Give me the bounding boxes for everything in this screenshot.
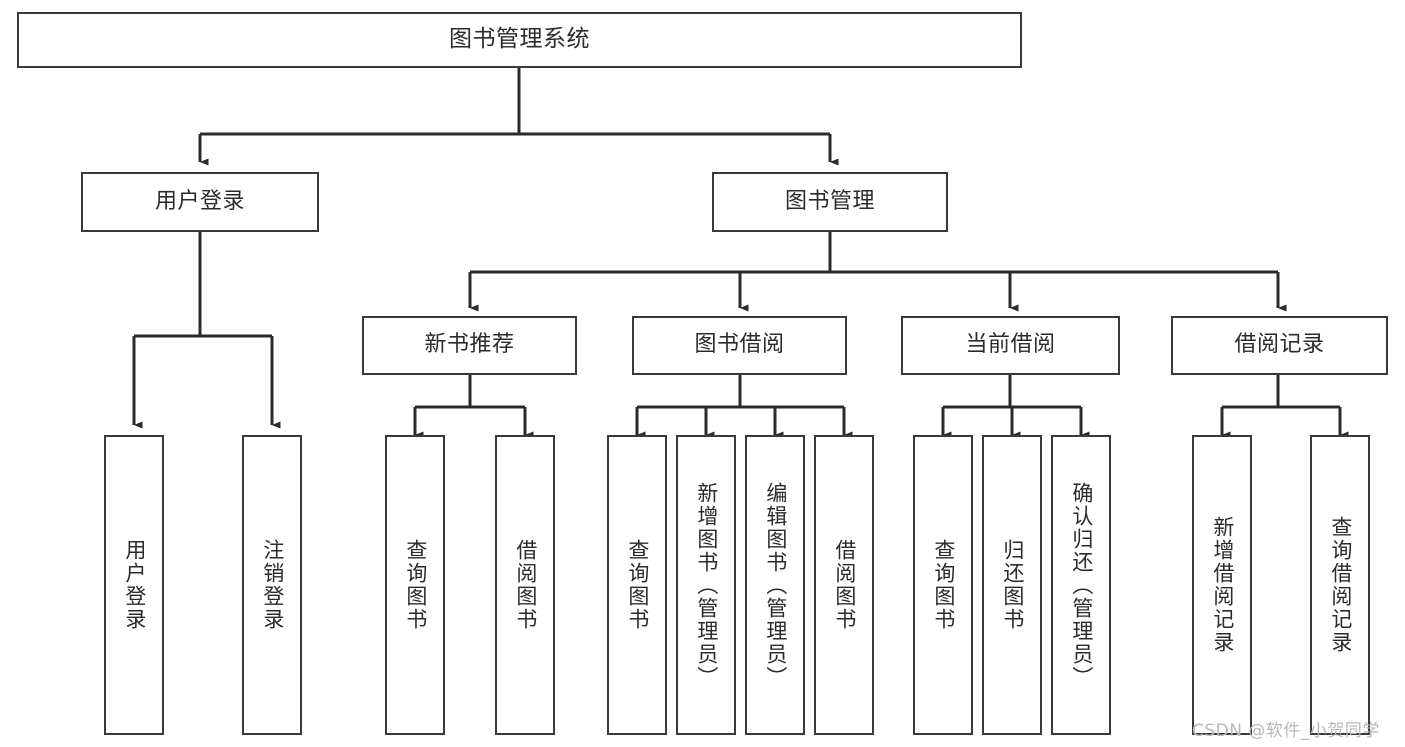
watermark-text: CSDN @软件_小贺同学 — [1192, 721, 1380, 741]
leaf-current-borrow-query-book[interactable]: 查询图书 — [913, 435, 973, 735]
edge-new-book-to-leaves — [413, 375, 534, 439]
leaf-current-borrow-return-book[interactable]: 归还图书 — [982, 435, 1042, 735]
leaf-new-book-query-book[interactable]: 查询图书 — [385, 435, 445, 735]
edge-user-login-to-leaves — [132, 232, 281, 429]
leaf-borrow-record-add-record[interactable]: 新增借阅记录 — [1192, 435, 1252, 735]
leaf-new-book-borrow-book[interactable]: 借阅图书 — [495, 435, 555, 735]
edge-book-manage-to-level3 — [468, 232, 1287, 312]
leaf-book-borrow-query-book[interactable]: 查询图书 — [607, 435, 667, 735]
leaf-user-login-login[interactable]: 用户登录 — [104, 435, 164, 735]
node-current-borrow[interactable]: 当前借阅 — [901, 316, 1120, 375]
node-label: 新书推荐 — [424, 332, 515, 358]
node-label: 当前借阅 — [965, 332, 1056, 358]
node-label: 归还图书 — [1000, 539, 1025, 631]
node-label: 用户登录 — [154, 188, 245, 214]
leaf-book-borrow-edit-book[interactable]: 编辑图书（管理员） — [745, 435, 805, 735]
node-label: 查询图书 — [931, 539, 956, 631]
node-book-management[interactable]: 图书管理 — [712, 172, 948, 232]
node-label: 查询图书 — [403, 539, 428, 631]
edge-book-borrow-to-leaves — [635, 375, 853, 439]
node-label: 编辑图书（管理员） — [763, 481, 788, 689]
edge-current-borrow-to-leaves — [941, 375, 1090, 439]
leaf-current-borrow-confirm-return[interactable]: 确认归还（管理员） — [1051, 435, 1111, 735]
node-label: 图书管理系统 — [449, 26, 590, 53]
node-label: 新增借阅记录 — [1210, 516, 1235, 654]
node-root-system[interactable]: 图书管理系统 — [17, 12, 1022, 68]
node-user-login[interactable]: 用户登录 — [81, 172, 319, 232]
edge-root-to-level2 — [198, 68, 839, 166]
edge-borrow-record-to-leaves — [1220, 375, 1349, 439]
leaf-book-borrow-borrow-book[interactable]: 借阅图书 — [814, 435, 874, 735]
node-label: 用户登录 — [122, 539, 147, 631]
node-book-borrow[interactable]: 图书借阅 — [632, 316, 847, 375]
node-label: 查询图书 — [625, 539, 650, 631]
node-borrow-record[interactable]: 借阅记录 — [1171, 316, 1388, 375]
node-label: 借阅图书 — [513, 539, 538, 631]
node-label: 查询借阅记录 — [1328, 516, 1353, 654]
node-label: 图书借阅 — [694, 332, 785, 358]
node-label: 确认归还（管理员） — [1069, 481, 1094, 689]
node-label: 借阅图书 — [832, 539, 857, 631]
node-label: 图书管理 — [784, 188, 875, 214]
node-label: 新增图书（管理员） — [694, 481, 719, 689]
node-label: 注销登录 — [260, 539, 285, 631]
leaf-borrow-record-query-record[interactable]: 查询借阅记录 — [1310, 435, 1370, 735]
leaf-user-login-logout[interactable]: 注销登录 — [242, 435, 302, 735]
node-new-book-recommend[interactable]: 新书推荐 — [362, 316, 577, 375]
node-label: 借阅记录 — [1234, 332, 1325, 358]
leaf-book-borrow-add-book[interactable]: 新增图书（管理员） — [676, 435, 736, 735]
